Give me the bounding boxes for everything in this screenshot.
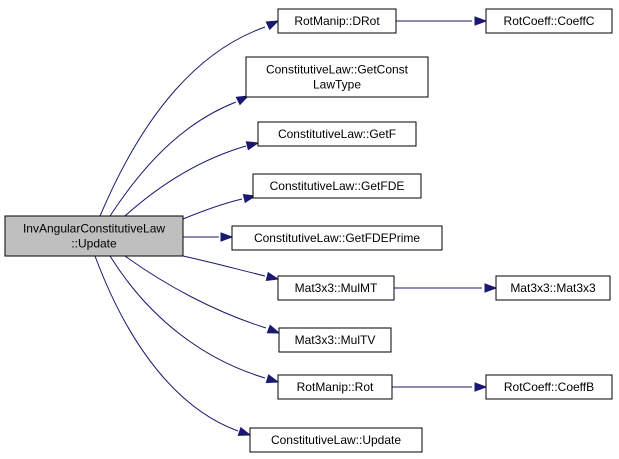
edge-line — [109, 101, 237, 217]
edge-mulmt-to-mat3x3 — [394, 283, 498, 293]
edge-root-to-drot — [99, 20, 280, 217]
edge-root-to-rot — [109, 255, 280, 384]
node-box[interactable] — [231, 225, 443, 251]
arrowhead — [235, 95, 250, 106]
node-getfdeprime[interactable]: ConstitutiveLaw::GetFDEPrime — [231, 225, 443, 251]
arrowhead — [245, 141, 260, 151]
edge-root-to-multv — [124, 255, 281, 334]
node-box[interactable] — [245, 56, 429, 98]
node-box[interactable] — [249, 427, 423, 453]
node-mulmt[interactable]: Mat3x3::MulMT — [277, 275, 395, 301]
node-label: ConstitutiveLaw::GetConst — [266, 63, 409, 77]
edge-line — [99, 26, 266, 217]
edge-root-to-update — [94, 255, 252, 436]
node-box[interactable] — [252, 173, 422, 199]
node-root[interactable]: InvAngularConstitutiveLaw::Update — [4, 215, 184, 257]
node-multv[interactable]: Mat3x3::MulTV — [278, 327, 392, 353]
node-coeffc[interactable]: RotCoeff::CoeffC — [485, 8, 613, 34]
node-label: ::Update — [71, 237, 117, 251]
arrowhead — [265, 20, 280, 31]
node-coeffb[interactable]: RotCoeff::CoeffB — [485, 374, 613, 400]
arrowhead — [474, 16, 488, 26]
node-mat3x3[interactable]: Mat3x3::Mat3x3 — [495, 275, 611, 301]
arrowhead — [220, 232, 234, 242]
edge-line — [109, 255, 266, 379]
node-getfde[interactable]: ConstitutiveLaw::GetFDE — [252, 173, 422, 199]
node-rot[interactable]: RotManip::Rot — [277, 374, 393, 400]
arrowhead — [237, 426, 252, 436]
edge-root-to-getconst — [109, 95, 250, 217]
edge-line — [94, 255, 239, 432]
node-box[interactable] — [495, 275, 611, 301]
edge-line — [182, 255, 266, 277]
node-box[interactable] — [277, 275, 395, 301]
node-getf[interactable]: ConstitutiveLaw::GetF — [257, 121, 417, 147]
node-drot[interactable]: RotManip::DRot — [277, 8, 397, 34]
edges-layer — [94, 16, 498, 436]
arrowhead — [474, 382, 488, 392]
edge-root-to-getfde — [182, 193, 257, 220]
arrowhead — [242, 193, 257, 204]
node-label: Mat3x3::MulMT — [295, 281, 378, 295]
node-box[interactable] — [277, 374, 393, 400]
edge-drot-to-coeffc — [396, 16, 488, 26]
node-box[interactable] — [485, 8, 613, 34]
edge-line — [124, 145, 247, 217]
node-label: RotManip::DRot — [294, 14, 380, 28]
node-box[interactable] — [278, 327, 392, 353]
edge-line — [182, 198, 243, 220]
nodes-layer: InvAngularConstitutiveLaw::UpdateRotMani… — [4, 8, 613, 453]
node-label: ConstitutiveLaw::Update — [271, 433, 401, 447]
node-update[interactable]: ConstitutiveLaw::Update — [249, 427, 423, 453]
node-label: RotCoeff::CoeffC — [504, 14, 595, 28]
node-label: ConstitutiveLaw::GetFDEPrime — [254, 231, 420, 245]
node-label: InvAngularConstitutiveLaw — [23, 222, 165, 236]
edge-root-to-getf — [124, 141, 260, 217]
arrowhead — [484, 283, 498, 293]
node-label: RotManip::Rot — [297, 380, 374, 394]
node-box[interactable] — [485, 374, 613, 400]
node-label: RotCoeff::CoeffB — [504, 380, 594, 394]
edge-rot-to-coeffb — [392, 382, 488, 392]
node-label: Mat3x3::Mat3x3 — [510, 281, 596, 295]
node-box[interactable] — [4, 215, 184, 257]
arrowhead — [266, 324, 281, 334]
arrowhead — [265, 271, 280, 282]
node-box[interactable] — [277, 8, 397, 34]
node-label: ConstitutiveLaw::GetFDE — [270, 179, 405, 193]
edge-root-to-getfdeprime — [183, 232, 234, 242]
node-label: Mat3x3::MulTV — [295, 333, 376, 347]
edge-root-to-mulmt — [182, 255, 280, 282]
edge-line — [124, 255, 267, 329]
node-label: LawType — [313, 78, 361, 92]
node-label: ConstitutiveLaw::GetF — [278, 127, 396, 141]
arrowhead — [265, 374, 280, 384]
node-box[interactable] — [257, 121, 417, 147]
